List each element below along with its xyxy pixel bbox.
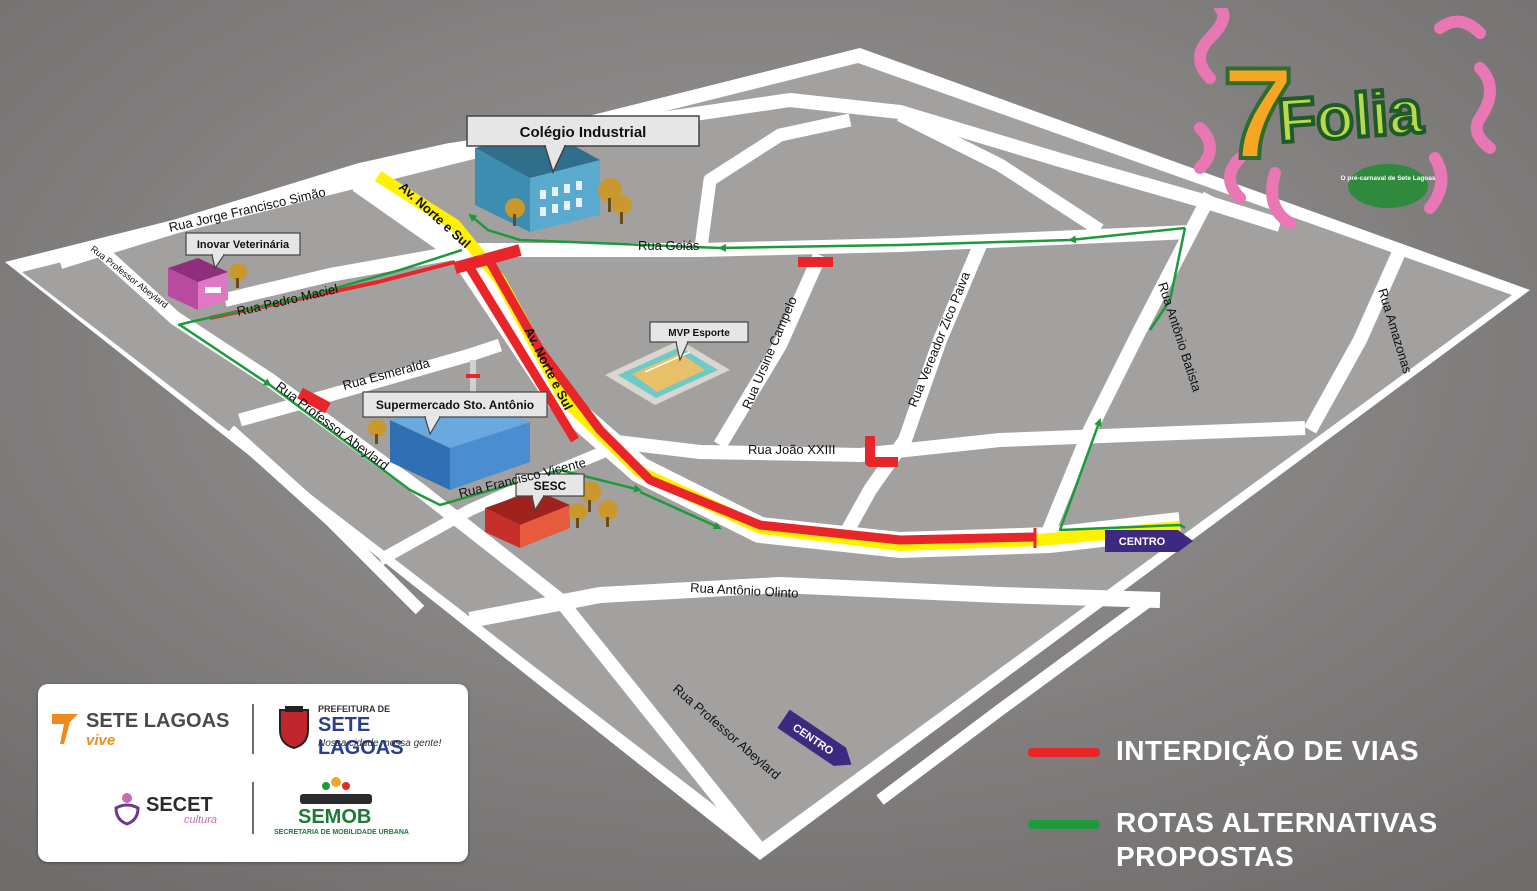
street-label-antonio-olinto: Rua Antônio Olinto xyxy=(690,580,799,601)
supermercado-label: Supermercado Sto. Antônio xyxy=(376,398,534,412)
route-abeylard-south xyxy=(269,384,561,507)
callout-inovar-veterinaria: Inovar Veterinária xyxy=(185,232,301,270)
route-abeylard xyxy=(179,323,272,387)
divider xyxy=(252,782,254,834)
sete-lagoas-vive-sub: vive xyxy=(86,732,116,749)
route-antonio-batista xyxy=(1068,226,1186,244)
prefeitura-top: PREFEITURA DE xyxy=(318,704,391,714)
prefeitura-logo: PREFEITURA DE SETE LAGOAS Nossa cidade, … xyxy=(276,702,456,762)
building-supermercado xyxy=(368,360,530,490)
legend-swatch-closure xyxy=(1028,748,1100,757)
prefeitura-name: SETE LAGOAS xyxy=(318,714,404,759)
legend-item-closure: INTERDIÇÃO DE VIAS xyxy=(1028,730,1508,790)
tagline-badge xyxy=(1348,164,1428,208)
event-logo: 7 Folia O pré-carnaval de Sete Lagoas xyxy=(1194,8,1496,229)
secet-name: SECET xyxy=(146,794,213,816)
legend-swatch-alt-route xyxy=(1028,820,1100,829)
callout-sesc: SESC xyxy=(515,473,585,512)
closure-joao-xxiii xyxy=(865,436,898,467)
callout-colegio-industrial: Colégio Industrial xyxy=(466,115,700,175)
semob-logo: SEMOB SECRETARIA DE MOBILIDADE URBANA xyxy=(274,776,454,842)
sesc-label: SESC xyxy=(534,479,567,493)
colegio-industrial-label: Colégio Industrial xyxy=(520,124,647,141)
closure-esmeralda xyxy=(297,387,331,414)
closure-av-norte-sul xyxy=(486,259,1036,545)
mvp-esporte-label: MVP Esporte xyxy=(668,328,730,339)
semob-icon xyxy=(300,777,372,804)
centro-badge-east-label: CENTRO xyxy=(1119,536,1166,548)
closure-av-norte-sul-top xyxy=(453,244,522,274)
sete-lagoas-vive-name: SETE LAGOAS xyxy=(86,710,230,732)
secet-logo: SECET cultura xyxy=(112,786,242,832)
event-tagline: O pré-carnaval de Sete Lagoas xyxy=(1340,175,1435,182)
route-francisco-vicente xyxy=(559,468,642,493)
centro-badge-south: CENTRO xyxy=(777,709,852,766)
route-goias-west xyxy=(1148,227,1187,331)
secet-sub: cultura xyxy=(184,814,218,826)
semob-sub: SECRETARIA DE MOBILIDADE URBANA xyxy=(274,829,409,836)
route-goias-end xyxy=(468,213,721,250)
confetti-decoration xyxy=(1194,8,1496,229)
sete-lagoas-vive-icon xyxy=(52,714,78,744)
legend-item-alt-route: ROTAS ALTERNATIVAS PROPOSTAS xyxy=(1028,802,1508,872)
alternative-routes xyxy=(177,213,1187,532)
secet-icon xyxy=(114,793,140,826)
sponsor-logos-card: SETE LAGOAS vive PREFEITURA DE SETE LAGO… xyxy=(38,684,468,862)
street-label-joao-xxiii: Rua João XXIII xyxy=(748,442,835,457)
prefeitura-slogan: Nossa cidade, nossa gente! xyxy=(318,738,442,749)
callout-mvp-esporte: MVP Esporte xyxy=(649,321,749,362)
road-closures xyxy=(209,244,1037,548)
street-label-goias: Rua Goiás xyxy=(638,238,700,253)
city-crest-icon xyxy=(279,706,309,750)
closure-av-norte-sul-west xyxy=(466,265,579,443)
route-to-centro xyxy=(639,490,722,530)
route-goias-main xyxy=(718,238,1071,252)
divider xyxy=(252,704,254,754)
route-pedro-maciel xyxy=(177,248,463,327)
centro-badge-east: CENTRO xyxy=(1105,530,1193,552)
route-goias xyxy=(1058,418,1186,532)
event-logo-number: 7 xyxy=(1222,40,1294,186)
building-mvp-esporte xyxy=(605,340,730,405)
event-logo-word: Folia xyxy=(1276,77,1426,156)
semob-name: SEMOB xyxy=(298,806,372,828)
sete-lagoas-vive-logo: SETE LAGOAS vive xyxy=(50,708,240,754)
legend-label-alt-route: ROTAS ALTERNATIVAS PROPOSTAS xyxy=(1116,807,1438,872)
map-legend: INTERDIÇÃO DE VIAS ROTAS ALTERNATIVAS PR… xyxy=(1028,730,1508,872)
inovar-veterinaria-label: Inovar Veterinária xyxy=(197,239,290,251)
building-inovar-veterinaria xyxy=(168,258,247,310)
legend-label-closure: INTERDIÇÃO DE VIAS xyxy=(1116,735,1420,766)
callout-supermercado: Supermercado Sto. Antônio xyxy=(362,391,548,436)
